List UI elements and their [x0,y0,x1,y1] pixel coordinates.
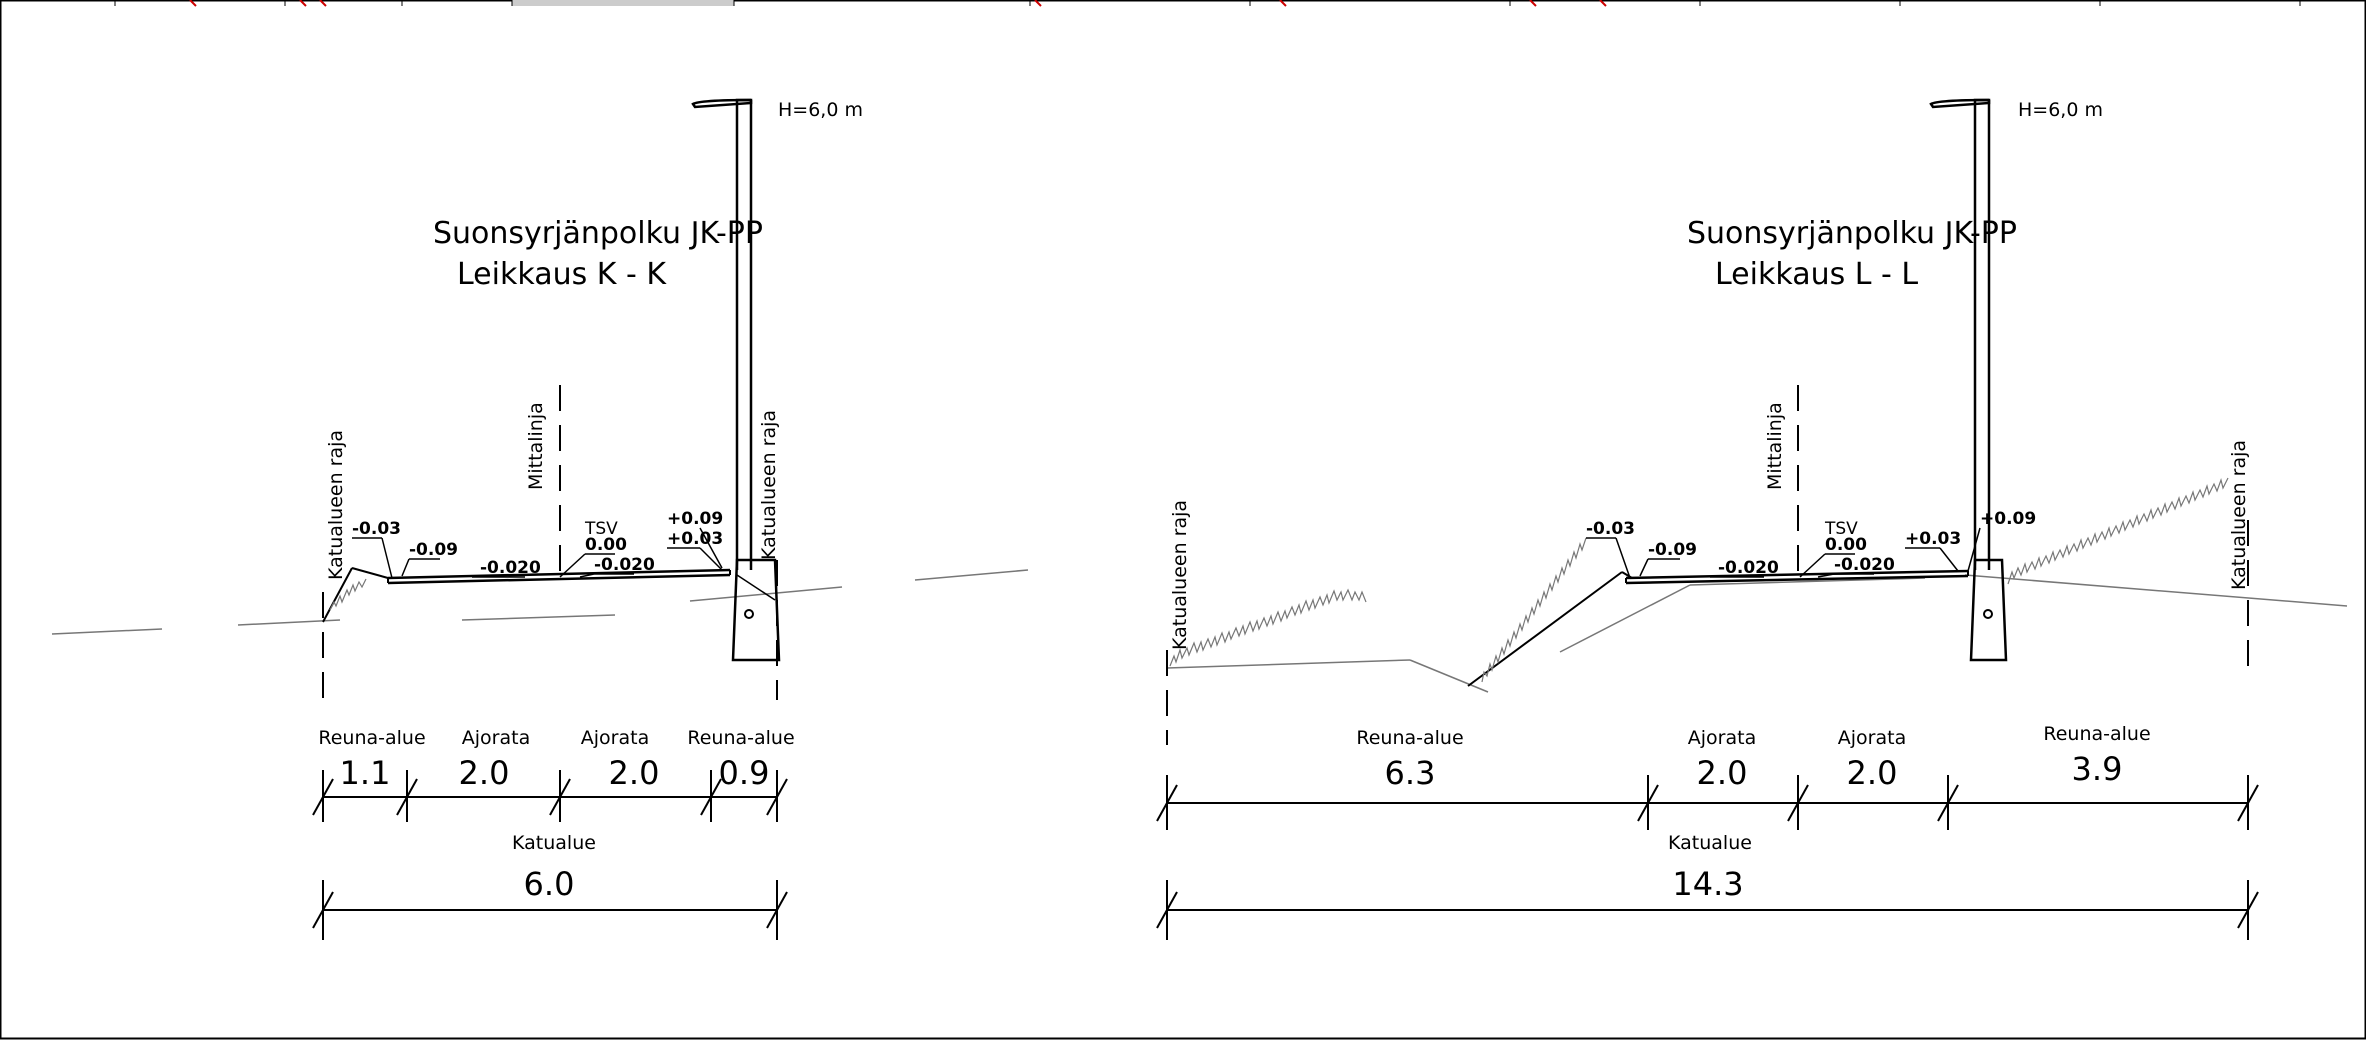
dim-label-1: Reuna-alue [318,727,425,749]
dim-value-4: 3.9 [2072,750,2123,788]
section-subtitle: Leikkaus L - L [1715,257,1918,292]
right-slope-label: -0.020 [594,555,655,575]
dim-value-2: 2.0 [1697,754,1748,792]
dim-value-2: 2.0 [459,754,510,792]
street-light-pole [691,98,781,662]
tsv-height: 0.00 [585,535,627,555]
dim-label-2: Ajorata [462,727,530,749]
road-surface [322,567,731,623]
total-label: Katualue [512,832,596,854]
terrain-profile [1166,477,2229,693]
centerline-label: Mittalinja [525,402,547,490]
left-edge-top-elevation: -0.03 [1586,519,1635,539]
dim-value-3: 2.0 [1847,754,1898,792]
street-light-pole [1929,98,2008,662]
section-title: Suonsyrjänpolku JK-PP [1687,216,2017,251]
pole-height-label: H=6,0 m [2018,99,2103,121]
left-boundary-label: Katualueen raja [1169,500,1191,650]
section-subtitle: Leikkaus K - K [457,257,667,292]
dim-label-4: Reuna-alue [687,727,794,749]
dim-value-1: 1.1 [340,754,391,792]
road-surface [1625,569,1969,585]
left-boundary-label: Katualueen raja [325,430,347,580]
left-edge-bottom-elevation: -0.09 [1648,540,1697,560]
left-slope-label: -0.020 [1718,558,1779,578]
dim-value-4: 0.9 [719,754,770,792]
dimension-chain [1156,775,2259,830]
right-boundary-label: Katualueen raja [2228,440,2250,590]
right-edge-top-elevation: +0.09 [667,509,723,529]
dim-label-3: Ajorata [581,727,649,749]
dim-label-4: Reuna-alue [2043,723,2150,745]
right-edge-bottom-elevation: +0.03 [1905,529,1961,549]
dim-value-1: 6.3 [1385,754,1436,792]
total-value: 14.3 [1672,865,1743,903]
right-boundary-label: Katualueen raja [758,410,780,560]
header-highlight [512,0,734,6]
total-value: 6.0 [524,865,575,903]
elevation-labels: -0.03 -0.09 -0.020 TSV 0.00 -0.020 +0.09… [1586,509,2036,579]
dim-value-3: 2.0 [609,754,660,792]
existing-ground-lines [1559,574,2348,653]
section-title: Suonsyrjänpolku JK-PP [433,216,763,251]
right-slope-label: -0.020 [1834,555,1895,575]
left-slope-label: -0.020 [480,558,541,578]
elevation-labels: -0.03 -0.09 -0.020 TSV 0.00 -0.020 +0.09… [352,509,723,579]
dimension-chain [312,770,788,822]
tsv-label: TSV [1824,519,1858,539]
tsv-label: TSV [584,519,618,539]
left-edge-top-elevation: -0.03 [352,519,401,539]
left-edge-bottom-elevation: -0.09 [409,540,458,560]
section-l-l: H=6,0 m Suonsyrjänpolku JK-PP Leikkaus L… [1156,98,2348,940]
tsv-height: 0.00 [1825,535,1867,555]
total-label: Katualue [1668,832,1752,854]
section-k-k: H=6,0 m Suonsyrjänpolku JK-PP Leikkaus K… [51,98,1029,940]
header-strip [114,0,2301,7]
right-edge-bottom-elevation: +0.03 [667,529,723,549]
dim-label-1: Reuna-alue [1356,727,1463,749]
right-edge-top-elevation: +0.09 [1980,509,2036,529]
centerline-label: Mittalinja [1764,402,1786,490]
total-dimension [1156,880,2259,940]
dim-label-3: Ajorata [1838,727,1906,749]
pole-height-label: H=6,0 m [778,99,863,121]
dim-label-2: Ajorata [1688,727,1756,749]
total-dimension [312,880,788,940]
